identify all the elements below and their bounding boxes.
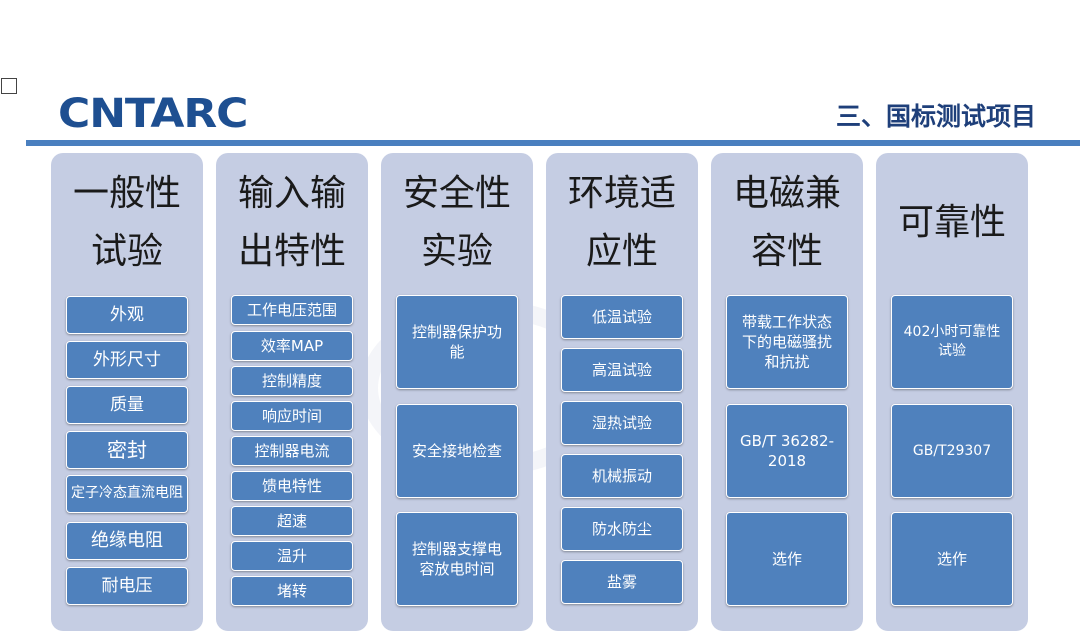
- test-item[interactable]: 耐电压: [66, 567, 188, 605]
- test-item[interactable]: 安全接地检查: [396, 404, 518, 498]
- test-item[interactable]: 外观: [66, 296, 188, 334]
- test-item[interactable]: 控制器支撑电容放电时间: [396, 512, 518, 606]
- column-reliability: 可靠性 402小时可靠性试验 GB/T29307 选作: [876, 153, 1028, 631]
- test-item[interactable]: 响应时间: [231, 401, 353, 431]
- test-item[interactable]: GB/T29307: [891, 404, 1013, 498]
- column-io-characteristics: 输入输 出特性 工作电压范围 效率MAP 控制精度 响应时间 控制器电流 馈电特…: [216, 153, 368, 631]
- test-item[interactable]: 工作电压范围: [231, 295, 353, 325]
- test-item[interactable]: 低温试验: [561, 295, 683, 339]
- column-title: 可靠性: [897, 202, 1006, 243]
- column-environmental-adaptability: 环境适 应性 低温试验 高温试验 湿热试验 机械振动 防水防尘 盐雾: [546, 153, 698, 631]
- test-item[interactable]: 402小时可靠性试验: [891, 295, 1013, 389]
- test-item[interactable]: 密封: [66, 431, 188, 469]
- test-item[interactable]: 盐雾: [561, 560, 683, 604]
- test-item[interactable]: 定子冷态直流电阻: [66, 475, 188, 513]
- column-title: 电磁兼 容性: [732, 173, 841, 272]
- column-emc: 电磁兼 容性 带载工作状态下的电磁骚扰和抗扰 GB/T 36282-2018 选…: [711, 153, 863, 631]
- test-item[interactable]: 控制精度: [231, 366, 353, 396]
- test-item[interactable]: 超速: [231, 506, 353, 536]
- column-safety-tests: 安全性 实验 控制器保护功能 安全接地检查 控制器支撑电容放电时间: [381, 153, 533, 631]
- page-title: 三、国标测试项目: [835, 102, 1036, 131]
- header-divider: [26, 140, 1080, 146]
- column-general-tests: 一般性 试验 外观 外形尺寸 质量 密封 定子冷态直流电阻 绝缘电阻 耐电压: [51, 153, 203, 631]
- test-item[interactable]: GB/T 36282-2018: [726, 404, 848, 498]
- column-title: 一般性 试验: [72, 173, 181, 272]
- column-title: 安全性 实验: [402, 173, 511, 272]
- column-title: 输入输 出特性: [237, 173, 346, 272]
- test-item[interactable]: 湿热试验: [561, 401, 683, 445]
- test-item[interactable]: 高温试验: [561, 348, 683, 392]
- test-item[interactable]: 机械振动: [561, 454, 683, 498]
- test-item[interactable]: 质量: [66, 386, 188, 424]
- test-item[interactable]: 防水防尘: [561, 507, 683, 551]
- column-title: 环境适 应性: [567, 173, 676, 272]
- corner-checkbox: [1, 78, 17, 94]
- test-item[interactable]: 绝缘电阻: [66, 522, 188, 560]
- test-item[interactable]: 温升: [231, 541, 353, 571]
- test-item[interactable]: 效率MAP: [231, 331, 353, 361]
- test-item[interactable]: 带载工作状态下的电磁骚扰和抗扰: [726, 295, 848, 389]
- test-item[interactable]: 控制器保护功能: [396, 295, 518, 389]
- test-item[interactable]: 堵转: [231, 576, 353, 606]
- test-item[interactable]: 选作: [891, 512, 1013, 606]
- test-item[interactable]: 外形尺寸: [66, 341, 188, 379]
- test-item[interactable]: 馈电特性: [231, 471, 353, 501]
- test-item[interactable]: 控制器电流: [231, 436, 353, 466]
- cntarc-logo: CNTARC: [58, 91, 248, 137]
- test-item[interactable]: 选作: [726, 512, 848, 606]
